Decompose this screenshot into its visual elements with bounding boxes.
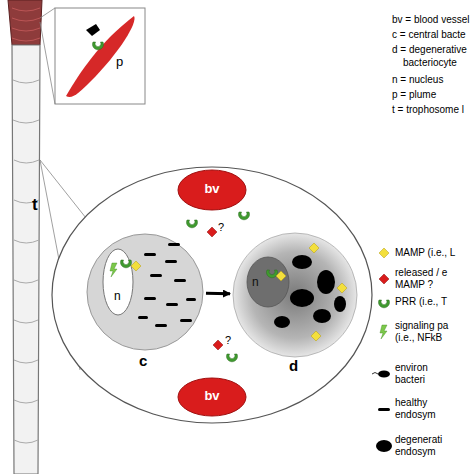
legend-text: MAMP (i.e., L <box>395 247 473 259</box>
question-mark: ? <box>225 334 231 346</box>
healthy-endosymbionts <box>138 243 196 327</box>
central-bacteriocyte: cn <box>87 234 203 374</box>
legend-text: degenerati endosym <box>395 434 450 458</box>
node-label: bv <box>178 183 246 195</box>
worm-segments <box>13 80 39 443</box>
degenerating-endosymbionts <box>274 255 346 328</box>
nucleus: n <box>246 256 290 308</box>
blood-vessel: bv <box>178 170 246 210</box>
zoom-lines <box>40 8 55 104</box>
node-label: p <box>116 56 123 68</box>
plume-shape: p <box>60 12 140 100</box>
legend-text: PRR (i.e., T <box>395 296 473 308</box>
nucleus-shape <box>103 249 133 315</box>
node-label: bv <box>178 390 246 402</box>
central-bacteriocyte-shape <box>87 234 203 350</box>
central-bacteriocyte-outline <box>87 234 203 374</box>
legend-text: environ bacteri <box>395 362 450 386</box>
worm-tube <box>12 45 40 474</box>
legend-text: released / e MAMP ? <box>395 267 461 291</box>
abbreviation-key: bacteriocyte <box>403 57 457 69</box>
abbreviation-key: n = nucleus <box>392 74 443 86</box>
nucleus-shape <box>247 257 289 307</box>
node-label: t <box>32 199 38 211</box>
node-label: c <box>139 355 147 367</box>
legend-text: healthy endosym <box>395 397 450 421</box>
abbreviation-key: t = trophosome l <box>392 104 464 116</box>
abbreviation-key: p = plume <box>392 89 436 101</box>
blood-vessel-shape <box>178 170 246 210</box>
node-label: n <box>252 276 259 288</box>
node-label: d <box>289 360 298 372</box>
trophosome-lobule: tbvcndnbv <box>28 165 374 427</box>
plume-shape-shape <box>66 16 135 97</box>
degenerative-bacteriocyte: dn <box>233 233 357 383</box>
nucleus-outline <box>102 248 134 316</box>
plume-shape-outline <box>60 12 140 100</box>
degenerative-bacteriocyte-shape <box>233 233 357 357</box>
nucleus: n <box>102 248 134 316</box>
worm-texture <box>12 8 40 41</box>
worm-tip <box>86 24 100 36</box>
abbreviation-key: d = degenerative <box>392 44 467 56</box>
legend-text: signaling pa (i.e., NFkB <box>395 320 465 344</box>
transition-arrow <box>206 292 230 295</box>
node-label: n <box>114 290 121 302</box>
question-mark: ? <box>218 221 224 233</box>
blood-vessel-shape <box>178 378 246 416</box>
abbreviation-key: c = central bacte <box>392 29 466 41</box>
inset-box <box>55 8 145 104</box>
blood-vessel: bv <box>178 378 246 416</box>
trophosome-lobule-shape <box>52 167 372 423</box>
signaling-symbols <box>93 42 348 362</box>
worm-trophosome <box>8 0 42 45</box>
legend-symbols <box>372 248 392 452</box>
abbreviation-key: bv = blood vessel <box>392 14 470 26</box>
